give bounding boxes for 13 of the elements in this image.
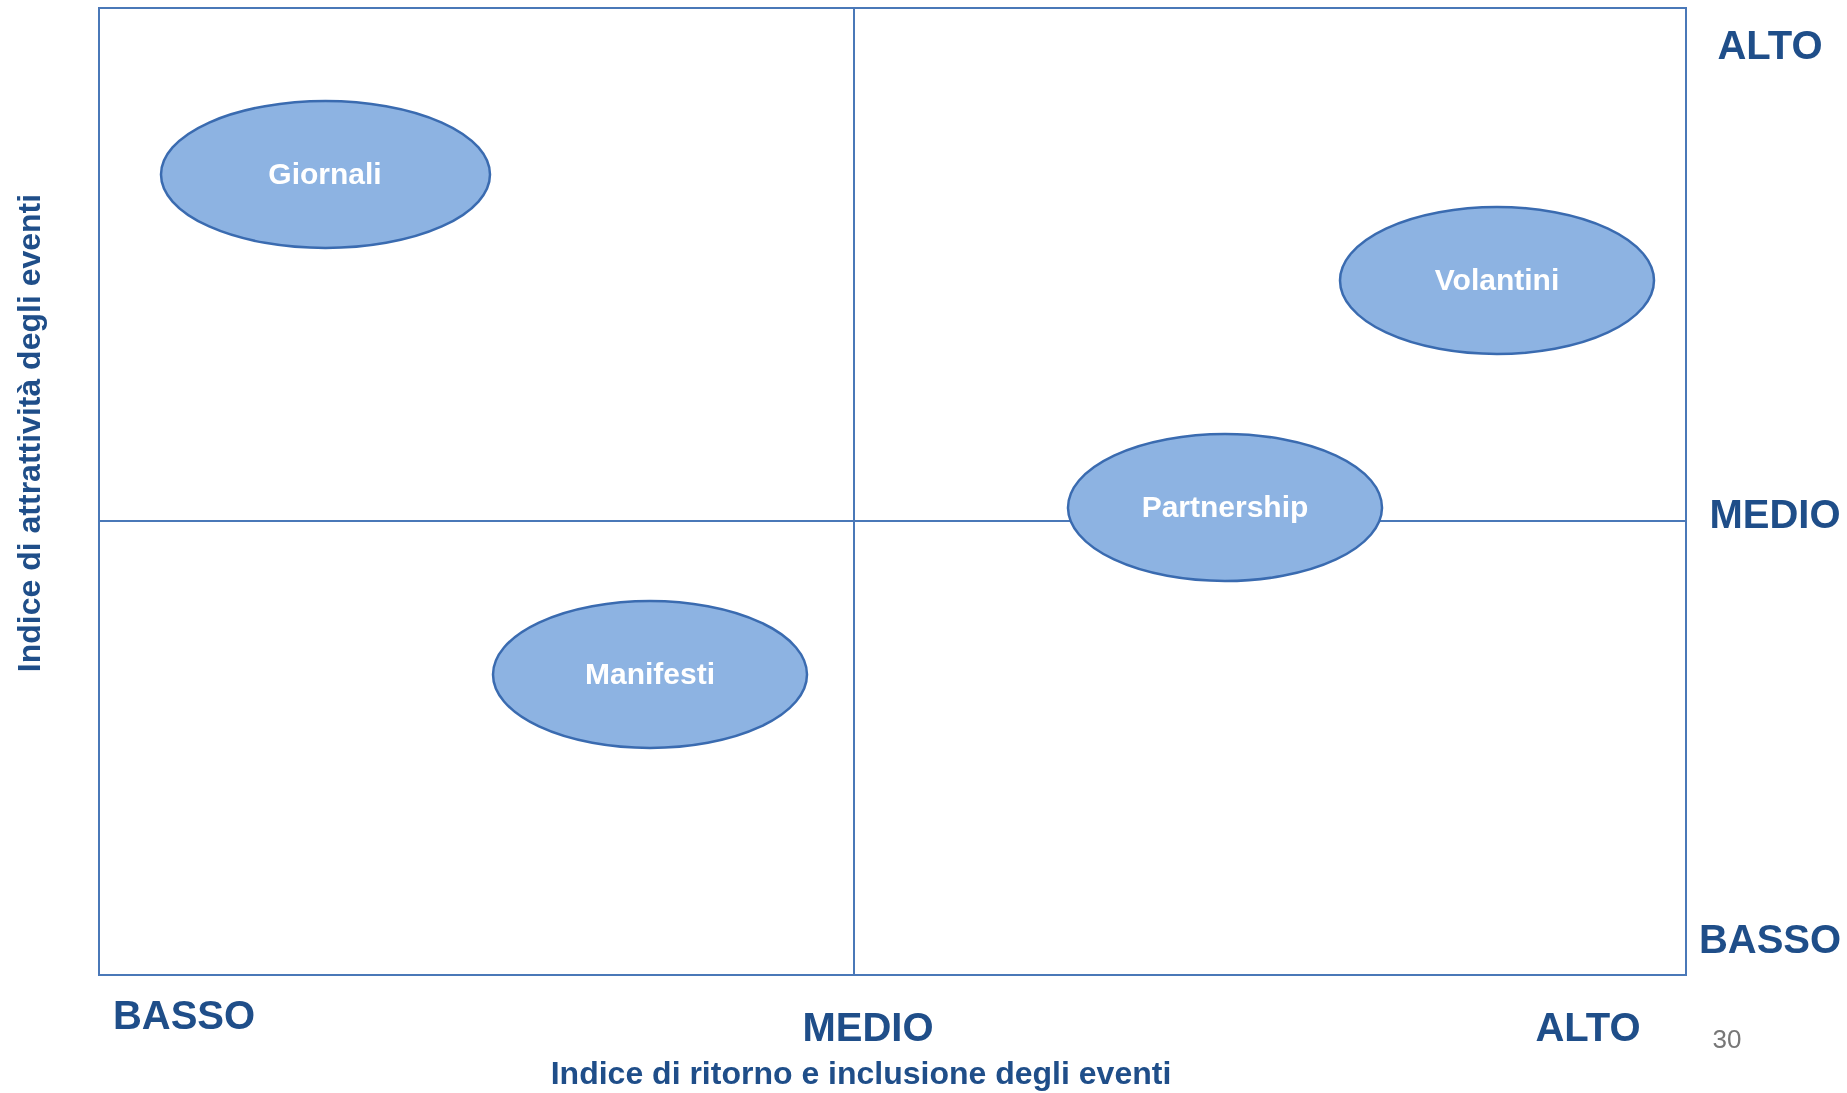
axis-tick-label: MEDIO [1709,491,1841,537]
axis-title: Indice di attrattività degli eventi [10,193,48,673]
node-label: Partnership [1141,490,1309,524]
node-label: Manifesti [585,657,715,691]
axis-tick-label: BASSO [112,992,256,1038]
axis-title: Indice di ritorno e inclusione degli eventi [550,1054,1172,1092]
axis-tick-label: MEDIO [802,1004,934,1050]
node-label: Volantini [1434,263,1560,297]
axis-tick-label: ALTO [1535,1004,1641,1050]
page-number: 30 [1712,1023,1742,1055]
axis-tick-label: ALTO [1717,22,1823,68]
node-label: Giornali [268,157,382,191]
axis-tick-label: BASSO [1698,916,1842,962]
